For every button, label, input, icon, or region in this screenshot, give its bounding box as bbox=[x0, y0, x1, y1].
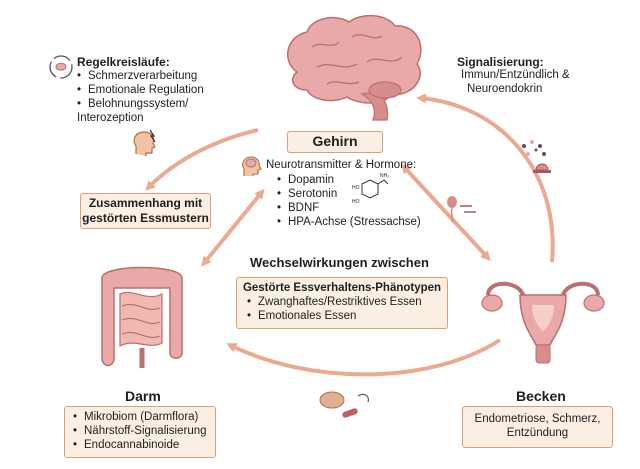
phaeno-title: Gestörte Essverhaltens-Phänotypen bbox=[242, 282, 442, 294]
list-item: Emotionales Essen bbox=[247, 309, 447, 323]
gut-microbe-icon bbox=[319, 391, 369, 418]
molecule-ho2: HO bbox=[352, 199, 360, 205]
list-item: Mikrobiom (Darmflora) bbox=[73, 410, 215, 424]
list-item: BDNF bbox=[277, 201, 421, 215]
darm-list: Mikrobiom (Darmflora) Nährstoff-Signalis… bbox=[73, 410, 215, 452]
list-item: Belohnungssystem/ bbox=[77, 97, 204, 111]
gehirn-label: Gehirn bbox=[312, 133, 358, 149]
zusammenhang-line-2: gestörten Essmustern bbox=[82, 211, 209, 225]
arrow-becken-to-brain bbox=[416, 93, 555, 263]
list-item: Emotionale Regulation bbox=[77, 83, 204, 97]
list-item: Serotonin bbox=[277, 187, 421, 201]
gehirn-box: Gehirn bbox=[287, 131, 383, 153]
neuro-list: Dopamin Serotonin BDNF HPA-Achse (Stress… bbox=[277, 173, 421, 229]
list-item: Endocannabinoide bbox=[73, 438, 215, 452]
arrow-becken-to-darm bbox=[226, 338, 502, 377]
brain-illustration bbox=[287, 14, 422, 121]
sperm-signal-icon bbox=[447, 196, 476, 223]
list-item: Dopamin bbox=[277, 173, 421, 187]
molecule-nh2: NH₂ bbox=[380, 173, 390, 179]
uterus-illustration bbox=[481, 281, 605, 364]
dopamine-molecule-icon bbox=[361, 179, 389, 199]
head-brain-icon bbox=[242, 156, 262, 176]
darm-box: Mikrobiom (Darmflora) Nährstoff-Signalis… bbox=[64, 406, 216, 458]
head-pain-icon bbox=[133, 129, 156, 156]
zusammenhang-line-1: Zusammenhang mit bbox=[88, 196, 203, 210]
regelkreise-title: Regelkreisläufe: bbox=[77, 55, 170, 69]
zusammenhang-box: Zusammenhang mit gestörten Essmustern bbox=[80, 193, 211, 229]
becken-line-2: Entzündung bbox=[506, 427, 569, 439]
list-item: Nährstoff-Signalisierung bbox=[73, 424, 215, 438]
phaeno-box: Gestörte Essverhaltens-Phänotypen Zwangh… bbox=[236, 277, 448, 329]
becken-line-1: Endometriose, Schmerz, bbox=[474, 413, 601, 425]
wechsel-title: Wechselwirkungen zwischen bbox=[250, 255, 429, 270]
signal-line-2: Neuroendokrin bbox=[467, 83, 543, 95]
signal-line-1: Immun/Entzündlich & bbox=[461, 69, 570, 81]
arrow-darm-brain-double bbox=[201, 188, 265, 267]
intestine-illustration bbox=[101, 266, 183, 368]
immune-cells-icon bbox=[522, 140, 551, 173]
neuro-title: Neurotransmitter & Hormone: bbox=[266, 159, 417, 171]
molecule-ho1: HO bbox=[352, 185, 360, 191]
becken-label: Becken bbox=[516, 388, 566, 404]
signal-title: Signalisierung: bbox=[457, 55, 544, 69]
list-item: HPA-Achse (Stressachse) bbox=[277, 215, 421, 229]
becken-box: Endometriose, Schmerz, Entzündung bbox=[462, 406, 613, 448]
brain-loop-icon bbox=[49, 55, 73, 79]
phaeno-list: Zwanghaftes/Restriktives Essen Emotional… bbox=[247, 295, 447, 323]
regelkreise-list: Schmerzverarbeitung Emotionale Regulatio… bbox=[77, 69, 204, 125]
list-item: Zwanghaftes/Restriktives Essen bbox=[247, 295, 447, 309]
arrow-brain-to-zusammenhang bbox=[145, 128, 259, 191]
list-item: Schmerzverarbeitung bbox=[77, 69, 204, 83]
darm-label: Darm bbox=[125, 388, 161, 404]
list-item-continued: Interozeption bbox=[77, 112, 144, 124]
